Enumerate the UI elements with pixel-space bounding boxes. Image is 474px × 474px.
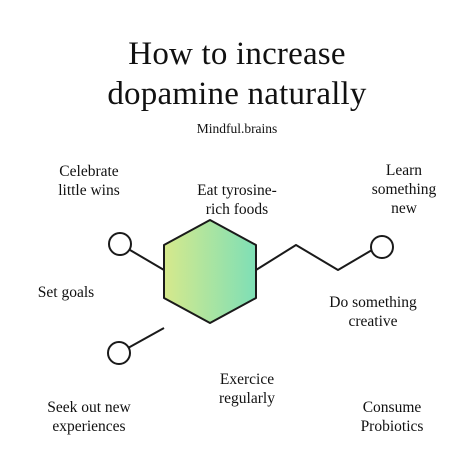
title-line-1: How to increase	[128, 36, 346, 72]
tip-do-something-creative: Do something creative	[316, 293, 430, 331]
tip-line: Celebrate	[59, 163, 119, 180]
node-lower-left	[107, 341, 131, 365]
tip-celebrate-little-wins: Celebrate little wins	[36, 162, 142, 200]
tip-exercise-regularly: Exercice regularly	[200, 370, 294, 408]
tip-line: Set goals	[37, 284, 95, 301]
tip-consume-probiotics: Consume Probiotics	[346, 398, 438, 436]
tip-line: regularly	[219, 390, 275, 407]
tip-line: little wins	[58, 182, 120, 199]
tip-line: creative	[348, 313, 398, 330]
brand-handle: Mindful.brains	[196, 121, 278, 136]
tip-set-goals: Set goals	[22, 283, 110, 302]
bond-lower-left	[127, 327, 165, 349]
node-upper-left	[108, 232, 132, 256]
tip-line: new	[391, 200, 417, 217]
tip-line: Do something	[329, 294, 417, 311]
title-line-2: dopamine naturally	[107, 76, 367, 112]
tip-line: Learn	[385, 162, 423, 179]
tip-line: Probiotics	[360, 418, 424, 435]
side-chain	[255, 244, 373, 271]
tip-line: rich foods	[205, 201, 269, 218]
hexagon-ring	[163, 219, 257, 324]
bond-upper-left	[129, 249, 165, 271]
tip-seek-out-new-experiences: Seek out new experiences	[34, 398, 144, 436]
tip-line: Eat tyrosine-	[197, 182, 277, 199]
tip-line: Exercice	[219, 371, 275, 388]
tip-line: experiences	[52, 418, 126, 435]
tip-learn-something-new: Learn something new	[356, 161, 452, 218]
tip-eat-tyrosine-rich-foods: Eat tyrosine- rich foods	[181, 181, 293, 219]
tip-line: Consume	[362, 399, 422, 416]
tip-line: something	[371, 181, 437, 198]
diagram-title: How to increase dopamine naturally	[0, 34, 474, 114]
tip-line: Seek out new	[47, 399, 131, 416]
node-right	[370, 235, 394, 259]
